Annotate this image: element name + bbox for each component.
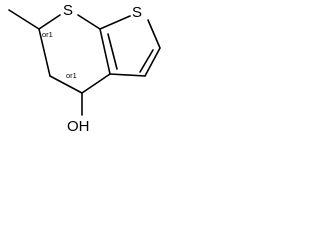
bond-c4-c5 [49, 75, 83, 94]
bond-c2-c3 [144, 47, 161, 77]
stereo-label-c4: or1 [66, 71, 77, 80]
bond-s-c2 [147, 19, 161, 49]
stereo-label-layer: or1 or1 [42, 30, 77, 80]
thiophene-sulfur-label: S [132, 4, 142, 21]
hydroxyl-label: OH [67, 118, 90, 135]
stereo-label-c6: or1 [42, 30, 53, 39]
ring-sulfur-label: S [63, 2, 73, 19]
bond-c6-s1 [38, 14, 61, 30]
atom-label-layer: S S OH [63, 2, 142, 135]
bond-c7a-s [99, 15, 131, 30]
bond-c5-c6 [38, 28, 51, 77]
methyl-bond [8, 9, 40, 30]
bond-c3-c3a [109, 73, 146, 77]
bond-c3a-c4 [81, 73, 111, 94]
bond-c3a-c7a-inner [107, 33, 118, 70]
chemical-structure-diagram: S S OH or1 or1 [8, 2, 161, 135]
bond-c3a-c7a [99, 28, 111, 75]
bond-layer [8, 9, 161, 116]
bond-c2-c3-inner [139, 49, 154, 73]
bond-s1-c7a [77, 14, 101, 30]
